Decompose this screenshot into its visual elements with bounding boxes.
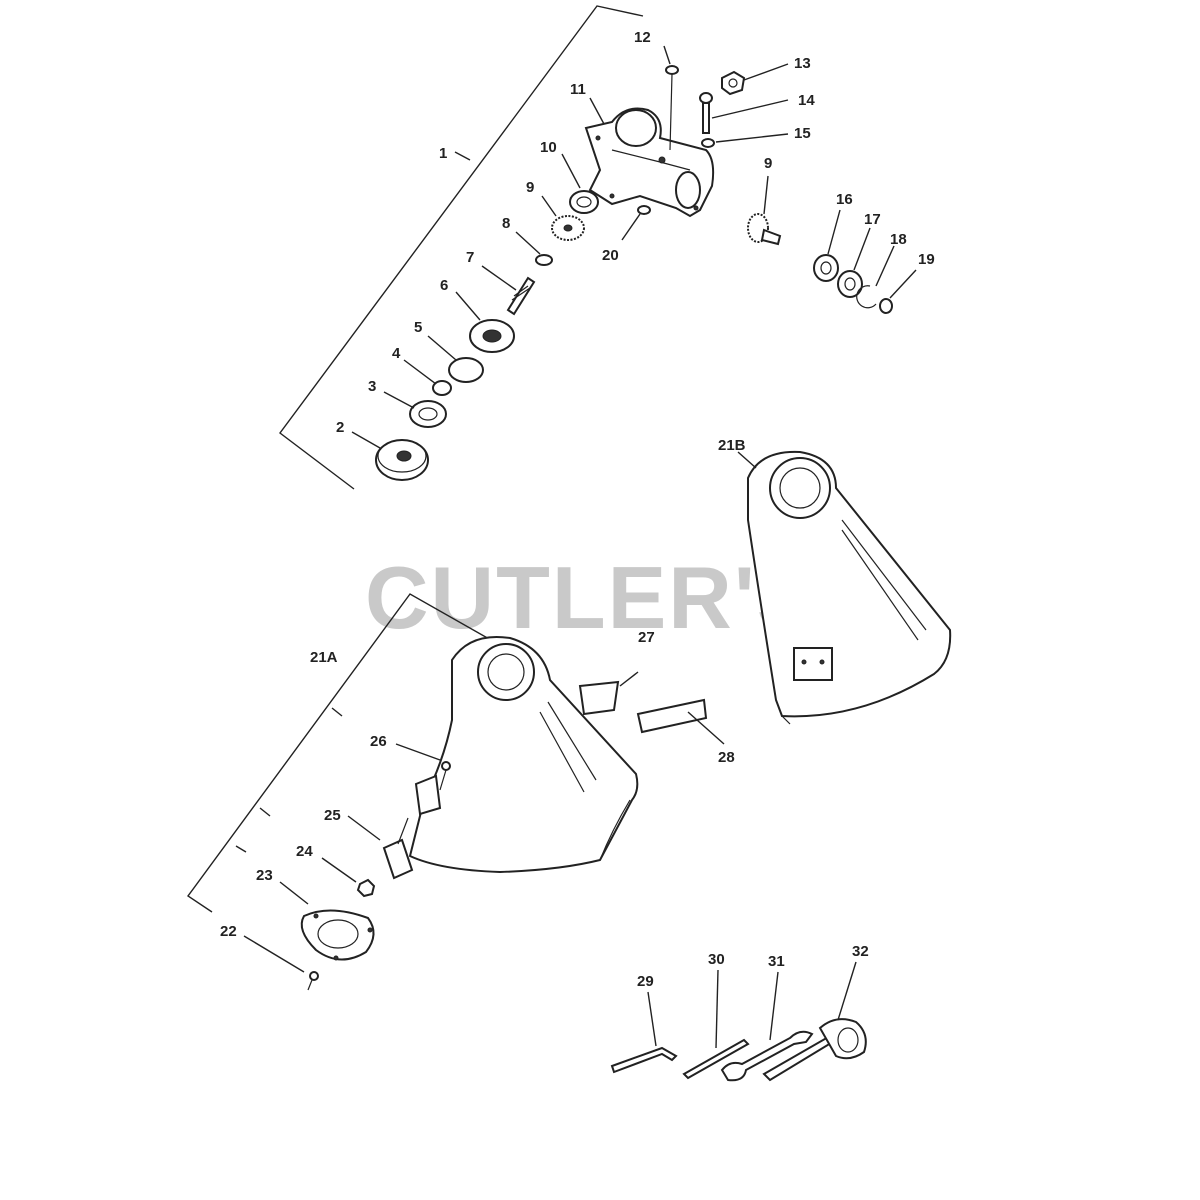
bolt-26-icon — [439, 761, 451, 791]
label-27-icon — [578, 680, 620, 716]
callout-19: 19 — [918, 251, 935, 268]
snap-ring-18-icon — [856, 285, 877, 309]
gear-9-left-icon — [551, 215, 585, 241]
nut-24-icon — [356, 878, 376, 898]
callout-20: 20 — [602, 247, 619, 264]
spanner-31-icon — [720, 1030, 814, 1082]
callout-3: 3 — [368, 378, 376, 395]
screw-12-icon — [665, 65, 679, 151]
screw-22-icon — [307, 971, 319, 991]
callout-32: 32 — [852, 943, 869, 960]
bearing-10-icon — [569, 190, 599, 214]
rod-30-icon — [682, 1038, 750, 1080]
bracket-25-icon — [382, 817, 414, 880]
callout-7: 7 — [466, 249, 474, 266]
hex-wrench-29-icon — [610, 1046, 678, 1074]
callout-25: 25 — [324, 807, 341, 824]
bearing-3-icon — [409, 400, 447, 428]
callout-8: 8 — [502, 215, 510, 232]
lower-leader-lines — [243, 671, 725, 973]
callout-4: 4 — [392, 345, 401, 362]
callout-9-left: 9 — [526, 179, 534, 196]
socket-wrench-32-icon — [762, 1018, 867, 1082]
callout-12: 12 — [634, 29, 651, 46]
callout-27: 27 — [638, 629, 655, 646]
callout-9-right: 9 — [764, 155, 772, 172]
callout-18: 18 — [890, 231, 907, 248]
callout-17: 17 — [864, 211, 881, 228]
callout-11: 11 — [570, 81, 586, 98]
callout-labels: 1 2 3 4 5 6 7 8 9 9 10 11 12 13 14 15 16… — [220, 29, 935, 990]
callout-2: 2 — [336, 419, 344, 436]
gear-head-housing — [584, 107, 715, 218]
bearing-16-icon — [813, 254, 839, 282]
callout-28: 28 — [718, 749, 735, 766]
callout-30: 30 — [708, 951, 725, 968]
ring-5-icon — [448, 357, 484, 383]
holder-2-icon — [375, 439, 429, 481]
ring-19-icon — [879, 298, 893, 314]
callout-14: 14 — [798, 92, 815, 109]
leader-21b — [737, 451, 757, 469]
callout-13: 13 — [794, 55, 811, 72]
callout-15: 15 — [794, 125, 811, 142]
callout-6: 6 — [440, 277, 448, 294]
callout-23: 23 — [256, 867, 273, 884]
bearing-17-icon — [837, 270, 863, 298]
upper-leader-lines — [351, 45, 917, 449]
bearing-6-icon — [469, 319, 515, 353]
callout-10: 10 — [540, 139, 557, 156]
callout-29: 29 — [637, 973, 654, 990]
guard-assembly-bracket — [187, 593, 499, 913]
callout-1: 1 — [439, 145, 447, 162]
collar-4-icon — [432, 380, 452, 396]
callout-31: 31 — [768, 953, 785, 970]
washer-20-icon — [637, 205, 651, 215]
callout-16: 16 — [836, 191, 853, 208]
watermark: CUTLER'S — [365, 548, 817, 647]
guard-21b — [747, 450, 952, 725]
plate-23-icon — [300, 909, 375, 961]
tool-leader-lines — [647, 961, 857, 1049]
nut-13-icon — [721, 70, 746, 96]
washer-15-icon — [701, 138, 715, 148]
snap-ring-8-icon — [535, 254, 553, 266]
callout-22: 22 — [220, 923, 237, 940]
gear-9-right-icon — [747, 213, 782, 246]
bolt-14-icon — [699, 92, 713, 134]
label-28-icon — [636, 698, 708, 734]
guard-21a — [408, 636, 639, 874]
gearbox-assembly-bracket — [279, 5, 644, 490]
callout-21b: 21B — [718, 437, 746, 454]
callout-24: 24 — [296, 843, 313, 860]
callout-5: 5 — [414, 319, 422, 336]
callout-26: 26 — [370, 733, 387, 750]
callout-21a: 21A — [310, 649, 338, 666]
spindle-7-icon — [506, 276, 536, 316]
